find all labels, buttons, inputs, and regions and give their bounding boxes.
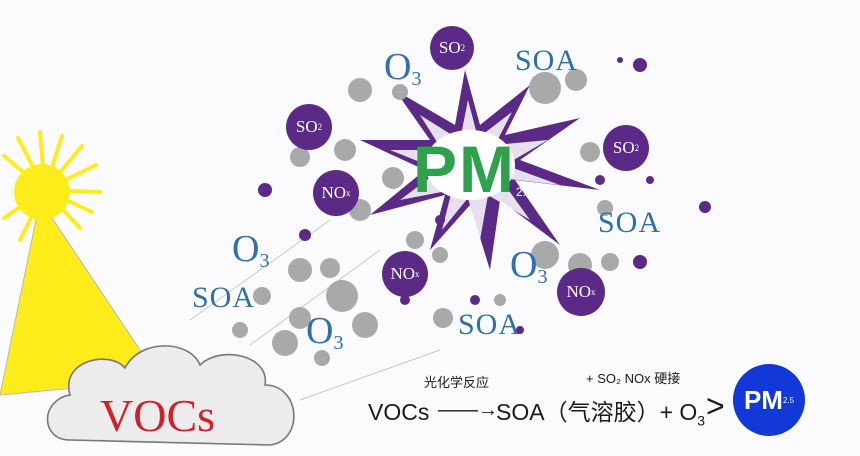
so2-base: SO: [438, 38, 461, 57]
sun-icon: [14, 164, 70, 220]
equation-above-right: + SO₂ NOx 硬接: [586, 371, 681, 386]
soa-label: SOA: [192, 281, 256, 314]
nox-base: NO: [566, 282, 592, 301]
ozone-sub: 3: [259, 250, 270, 272]
pm-badge-sub: 2.5: [782, 395, 795, 405]
soa-label: SOA: [458, 308, 522, 341]
ozone-o: O: [384, 46, 412, 88]
ozone-o: O: [510, 244, 538, 286]
pm-subscript: 2.5: [516, 185, 533, 199]
equation-arrow: ——→: [438, 399, 498, 421]
ozone-label: O3: [306, 312, 343, 353]
nox-sub: x: [346, 188, 351, 198]
ozone-sub: 3: [411, 68, 422, 90]
nox-base: NO: [321, 183, 347, 202]
so2-sub: 2: [634, 143, 640, 153]
equation-left: VOCs: [368, 399, 430, 425]
ozone-label: O3: [510, 246, 547, 287]
ozone-sub: 3: [333, 332, 344, 354]
equation-middle-sub: 3: [697, 412, 706, 429]
equation-gt: >: [706, 388, 725, 424]
gray-particles: [232, 69, 619, 366]
ozone-o: O: [232, 228, 260, 270]
soa-label: SOA: [598, 206, 662, 239]
ozone-sub: 3: [537, 266, 548, 288]
equation-middle-text: SOA（气溶胶）+ O: [496, 399, 698, 425]
pm-text: PM: [413, 132, 516, 206]
so2-base: SO: [295, 117, 318, 136]
so2-base: SO: [612, 138, 635, 157]
ozone-o: O: [306, 310, 334, 352]
pm25-center-label: PM2.5: [413, 136, 533, 202]
equation-above-arrow: 光化学反应: [424, 375, 490, 390]
equation-middle: SOA（气溶胶）+ O3: [496, 401, 705, 428]
ozone-label: O3: [384, 48, 421, 89]
so2-sub: 2: [317, 122, 323, 132]
nox-base: NO: [390, 264, 416, 283]
vocs-cloud: [46, 345, 295, 446]
nox-sub: x: [415, 269, 420, 279]
so2-sub: 2: [460, 43, 466, 53]
soa-label: SOA: [515, 44, 579, 77]
nox-sub: x: [591, 287, 596, 297]
ozone-label: O3: [232, 230, 269, 271]
vocs-cloud-label: VOCs: [100, 390, 216, 441]
pm-badge-text: PM: [743, 384, 783, 415]
starburst: [360, 70, 600, 270]
purple-dots: [258, 57, 711, 334]
